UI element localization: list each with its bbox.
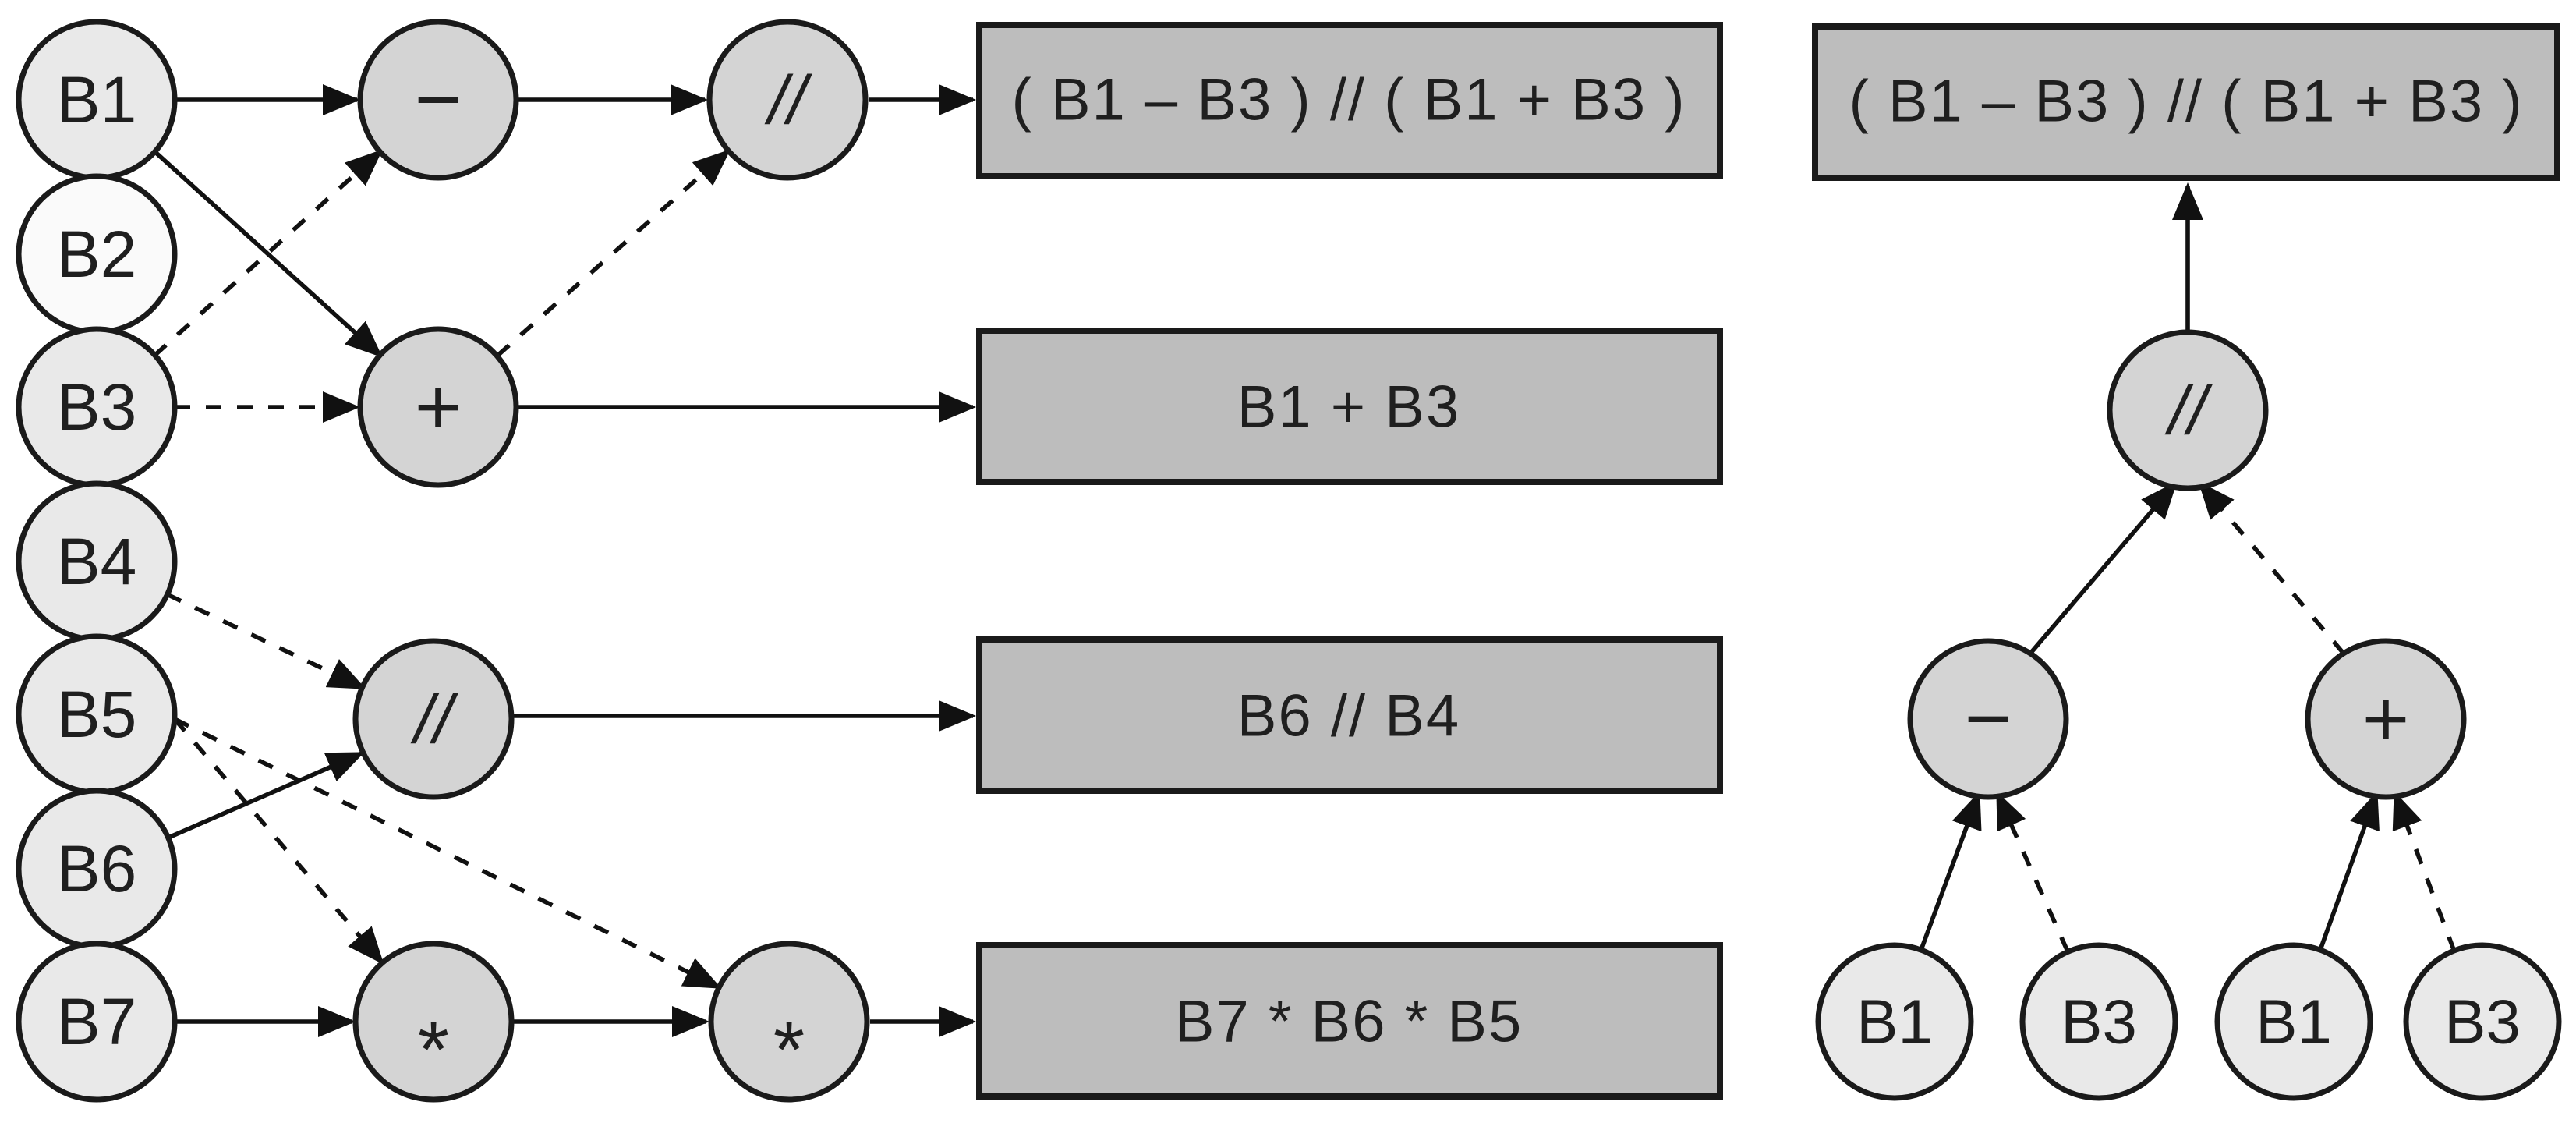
- edge-b1-plus: [153, 149, 383, 358]
- result-box-1: [976, 22, 1723, 179]
- cell-b6-label: B6: [57, 832, 137, 905]
- edge-b6-floordiv: [167, 751, 365, 840]
- edge-b5-mul1: [172, 717, 384, 965]
- result-box-4-label: B7 * B6 * B5: [1175, 989, 1523, 1055]
- left-graph-edges: [153, 84, 976, 1037]
- tree-op-minus-circle: [1907, 638, 2069, 800]
- op-mul1-circle: [352, 941, 515, 1103]
- cell-b4-label: B4: [57, 525, 137, 598]
- tree-op-floordiv-circle: [2107, 329, 2269, 491]
- tree-op-plus-label: +: [2362, 674, 2410, 764]
- result-box-3: [976, 636, 1723, 794]
- op-mul2-label: *: [773, 1004, 805, 1095]
- tree-op-floordiv-label: //: [2165, 372, 2213, 449]
- edge-tree-b1-plus: [2318, 791, 2380, 951]
- left-operator-nodes: − + // * // *: [352, 19, 870, 1103]
- edge-b5-mul2: [173, 717, 722, 990]
- edge-b3-minus: [153, 149, 383, 358]
- op-floordiv-top-label: //: [765, 62, 813, 139]
- edge-tree-plus-floordiv: [2198, 480, 2346, 655]
- edge-plus-floordiv: [496, 149, 731, 358]
- tree-op-plus-circle: [2305, 638, 2467, 800]
- tree-leaf-b3a-label: B3: [2061, 987, 2137, 1057]
- tree-leaf-b3a-circle: [2019, 942, 2178, 1101]
- cell-column: B1 B2 B3 B4 B5 B6 B7: [16, 19, 178, 1103]
- result-boxes: ( B1 – B3 ) // ( B1 + B3 ) B1 + B3 B6 //…: [976, 22, 1723, 1100]
- tree-leaf-b1b-label: B1: [2256, 987, 2332, 1057]
- tree-root-label: ( B1 – B3 ) // ( B1 + B3 ): [1849, 69, 2523, 135]
- cell-b2-label: B2: [57, 218, 137, 291]
- tree-leaf-b1a-circle: [1815, 942, 1974, 1101]
- cell-b5-label: B5: [57, 678, 137, 751]
- op-floordiv-label: //: [411, 681, 459, 758]
- result-box-2-label: B1 + B3: [1237, 374, 1461, 441]
- right-tree-nodes: ( B1 – B3 ) // ( B1 + B3 ) // − + B1 B3 …: [1812, 23, 2562, 1101]
- cell-b7-circle: [16, 941, 178, 1103]
- op-floordiv-circle: [352, 638, 515, 800]
- result-box-1-label: ( B1 – B3 ) // ( B1 + B3 ): [1011, 67, 1686, 133]
- cell-b3-label: B3: [57, 370, 137, 444]
- op-mul2-circle: [708, 941, 870, 1103]
- op-plus-label: +: [415, 362, 462, 452]
- op-floordiv-top-circle: [706, 19, 869, 181]
- cell-b1-label: B1: [57, 63, 137, 136]
- op-mul1-label: *: [418, 1004, 449, 1095]
- tree-op-minus-label: −: [1965, 674, 2012, 764]
- right-tree-edges: [1919, 182, 2457, 953]
- tree-leaf-b3b-circle: [2403, 942, 2562, 1101]
- result-box-4: [976, 942, 1723, 1100]
- edge-tree-b3-minus: [1995, 791, 2070, 953]
- edge-tree-minus-floordiv: [2028, 480, 2178, 655]
- tree-leaf-b3b-label: B3: [2444, 987, 2521, 1057]
- op-plus-circle: [357, 326, 519, 488]
- result-box-3-label: B6 // B4: [1237, 683, 1460, 749]
- result-box-2: [976, 328, 1723, 485]
- edge-b4-floordiv: [165, 592, 366, 690]
- op-minus-label: −: [415, 55, 462, 145]
- tree-leaf-b1b-circle: [2214, 942, 2373, 1101]
- tree-root-box: [1812, 23, 2560, 181]
- edge-tree-b1-minus: [1919, 791, 1982, 951]
- tree-leaf-b1a-label: B1: [1856, 987, 1933, 1057]
- edge-tree-b3-plus: [2392, 791, 2457, 952]
- op-minus-circle: [357, 19, 519, 181]
- cell-b7-label: B7: [57, 985, 137, 1058]
